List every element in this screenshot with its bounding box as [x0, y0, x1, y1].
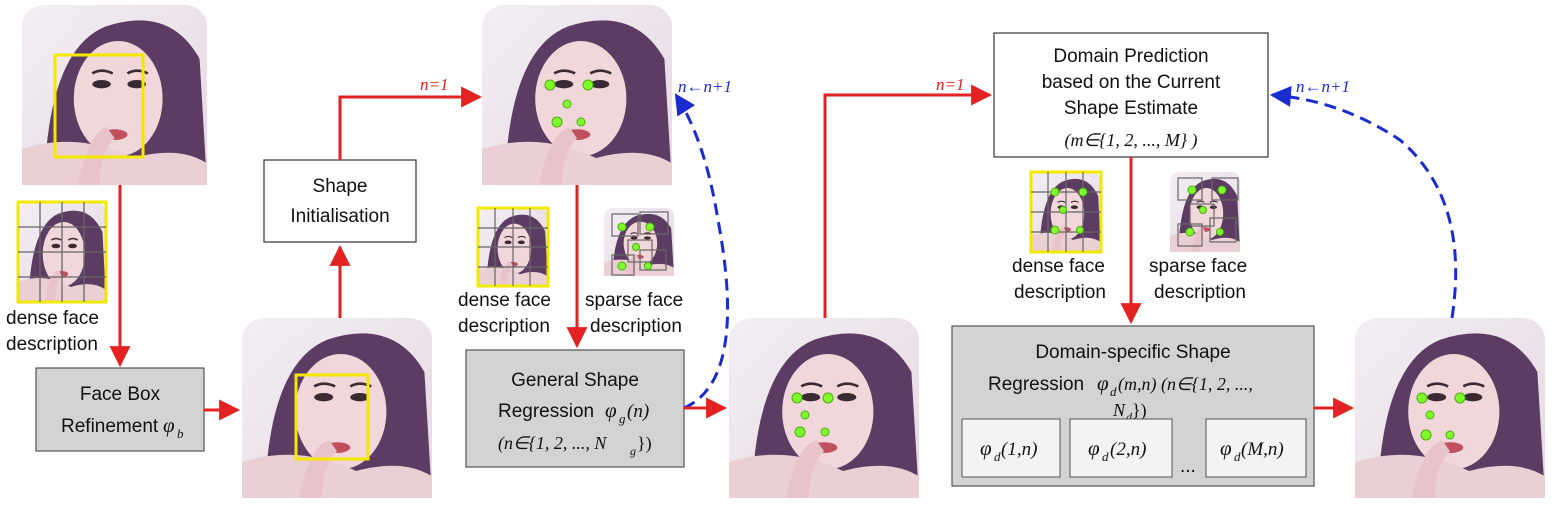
svg-text:d: d: [1110, 384, 1117, 399]
svg-text:(n∈{1, 2, ..., N: (n∈{1, 2, ..., N: [498, 433, 607, 454]
sparse-face-description-label-2b: description: [590, 316, 682, 337]
dense-face-description-label-3a: dense face: [1012, 256, 1105, 277]
face-box-refinement-box: Face Box Refinement φ b: [35, 367, 205, 452]
sparse-patch-thumbnail-2: [604, 208, 674, 276]
domain-specific-regression-box: Domain-specific Shape Regression φ d (m,…: [951, 325, 1315, 487]
svg-text:(2,n): (2,n): [1110, 439, 1146, 460]
svg-text:Face Box: Face Box: [80, 384, 161, 405]
svg-text:g: g: [630, 444, 636, 458]
general-result-face-image: [729, 318, 919, 498]
sparse-face-description-label-3a: sparse face: [1149, 256, 1247, 277]
arrow-init-to-general: [338, 86, 483, 160]
dense-grid-thumbnail-3: [1029, 170, 1103, 254]
dense-grid-thumbnail-1: [16, 200, 108, 304]
svg-text:Regression: Regression: [498, 401, 594, 422]
domain-prediction-box: Domain Prediction based on the Current S…: [993, 32, 1269, 158]
dense-face-description-label-2a: dense face: [458, 290, 551, 311]
dense-face-description-label-3b: description: [1014, 282, 1106, 303]
dense-face-description-label-1a: dense face: [6, 308, 99, 329]
arrow-to-domain-prediction: [823, 84, 993, 318]
refined-face-image: [242, 318, 432, 498]
svg-text:Shape: Shape: [313, 176, 368, 197]
n-equals-1-label-right: n=1: [936, 75, 964, 94]
svg-text:}): }): [637, 433, 652, 454]
loop-arrow-domain: [1269, 85, 1458, 319]
svg-text:(1,n): (1,n): [1001, 439, 1037, 460]
initial-shape-face-image: [482, 5, 672, 185]
svg-text:Initialisation: Initialisation: [290, 206, 389, 227]
svg-text:(M,n): (M,n): [1241, 439, 1284, 460]
svg-text:General Shape: General Shape: [511, 370, 639, 391]
sparse-patch-thumbnail-3: [1170, 172, 1240, 252]
svg-text:b: b: [177, 426, 184, 441]
svg-text:Refinement: Refinement: [61, 416, 159, 437]
svg-text:g: g: [619, 411, 626, 426]
refined-face-box: [294, 373, 370, 461]
svg-text:Regression: Regression: [988, 374, 1084, 395]
sub-regressor-M: φ d (M,n): [1205, 418, 1307, 478]
final-face-image: [1355, 318, 1545, 498]
n-equals-1-label-left: n=1: [420, 75, 448, 94]
svg-text:}): }): [1132, 400, 1147, 421]
ellipsis: ...: [1180, 456, 1196, 477]
svg-text:(n): (n): [627, 401, 649, 422]
svg-text:d: d: [1126, 410, 1133, 424]
n-increment-label-right: n←n+1: [1296, 77, 1350, 96]
dense-face-description-label-2b: description: [458, 316, 550, 337]
initial-face-box: [53, 53, 145, 159]
svg-text:φ: φ: [1088, 436, 1100, 460]
sparse-face-description-label-3b: description: [1154, 282, 1246, 303]
svg-text:φ: φ: [1097, 371, 1109, 395]
svg-text:φ: φ: [605, 398, 617, 422]
n-increment-label-left: n←n+1: [678, 77, 732, 96]
dense-grid-thumbnail-2: [476, 206, 550, 288]
svg-text:N: N: [1112, 400, 1126, 420]
svg-text:(m,n) (n∈{1, 2, ...,: (m,n) (n∈{1, 2, ...,: [1118, 374, 1253, 395]
sub-regressor-2: φ d (2,n): [1069, 418, 1173, 478]
svg-text:Shape Estimate: Shape Estimate: [1064, 98, 1198, 119]
svg-text:φ: φ: [163, 413, 175, 437]
svg-text:based on the Current: based on the Current: [1042, 72, 1221, 93]
svg-text:φ: φ: [980, 436, 992, 460]
shape-initialisation-box: Shape Initialisation: [263, 159, 417, 243]
svg-text:Domain-specific Shape: Domain-specific Shape: [1035, 342, 1230, 363]
svg-text:d: d: [1234, 449, 1241, 464]
loop-arrow-general: [674, 93, 730, 410]
svg-text:Domain Prediction: Domain Prediction: [1053, 46, 1208, 67]
svg-text:d: d: [1102, 449, 1109, 464]
svg-text:(m∈{1, 2, ..., M} ): (m∈{1, 2, ..., M} ): [1064, 130, 1197, 151]
svg-text:φ: φ: [1220, 436, 1232, 460]
general-shape-regression-box: General Shape Regression φ g (n) (n∈{1, …: [465, 349, 685, 468]
svg-text:d: d: [994, 449, 1001, 464]
sparse-face-description-label-2a: sparse face: [585, 290, 683, 311]
dense-face-description-label-1b: description: [6, 334, 98, 355]
sub-regressor-1: φ d (1,n): [961, 418, 1061, 478]
